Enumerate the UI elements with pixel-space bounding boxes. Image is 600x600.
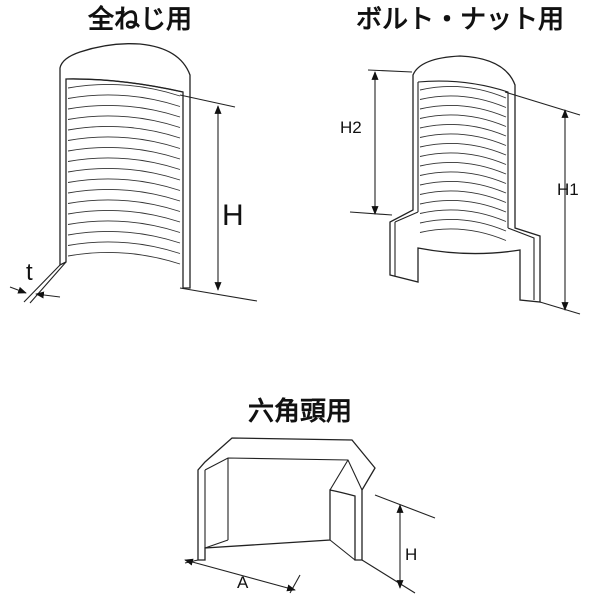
thread-line — [419, 105, 507, 118]
thread-line — [419, 152, 507, 165]
bolt-nut-cap-figure: ボルト・ナット用 H2 H1 — [340, 5, 581, 315]
thread-line — [419, 181, 507, 194]
thread-line — [67, 199, 181, 212]
height1-label: H1 — [557, 180, 579, 199]
thread-line — [67, 209, 181, 223]
thread-line — [419, 171, 507, 184]
thread-line — [419, 133, 507, 146]
full-thread-cap-body — [59, 43, 191, 289]
width-label: A — [237, 573, 249, 592]
thread-line — [419, 143, 507, 156]
thread-line — [419, 162, 507, 175]
thread-line — [67, 220, 181, 233]
thread-line — [67, 104, 181, 118]
thread-line — [67, 178, 181, 191]
thread-line — [419, 114, 507, 127]
full-thread-cap-figure: 全ねじ用 H t — [9, 4, 258, 304]
thread-line — [419, 228, 507, 241]
thread-line — [67, 125, 181, 139]
hex-head-cap-figure: 六角頭用 A H — [184, 396, 436, 594]
thread-line — [67, 167, 181, 181]
thread-line — [419, 200, 507, 213]
thread-line — [67, 136, 181, 149]
thread-line — [419, 95, 507, 108]
thread-lines — [419, 86, 507, 241]
height2-label: H2 — [340, 118, 362, 137]
thread-line — [67, 188, 181, 202]
thread-line — [67, 251, 181, 265]
hex-head-cap-body — [197, 437, 376, 561]
thread-line — [67, 83, 181, 97]
bolt-nut-cap-body — [389, 55, 541, 303]
thread-line — [67, 157, 181, 170]
thread-line — [419, 209, 507, 222]
thread-line — [419, 219, 507, 232]
thickness-label: t — [26, 259, 33, 286]
thread-line — [419, 190, 507, 203]
thread-lines — [67, 83, 181, 265]
thread-line — [67, 241, 181, 254]
hex-height-label: H — [405, 545, 417, 564]
thread-line — [419, 86, 507, 99]
bolt-nut-title: ボルト・ナット用 — [356, 5, 564, 35]
height-label: H — [222, 199, 244, 232]
thread-line — [419, 124, 507, 137]
thread-line — [67, 94, 181, 107]
width-dimension-arrow — [184, 558, 296, 592]
thread-line — [67, 146, 181, 160]
hex-head-title: 六角頭用 — [248, 396, 352, 427]
full-thread-title: 全ねじ用 — [87, 4, 192, 35]
thread-line — [67, 115, 181, 128]
thread-line — [67, 230, 181, 244]
